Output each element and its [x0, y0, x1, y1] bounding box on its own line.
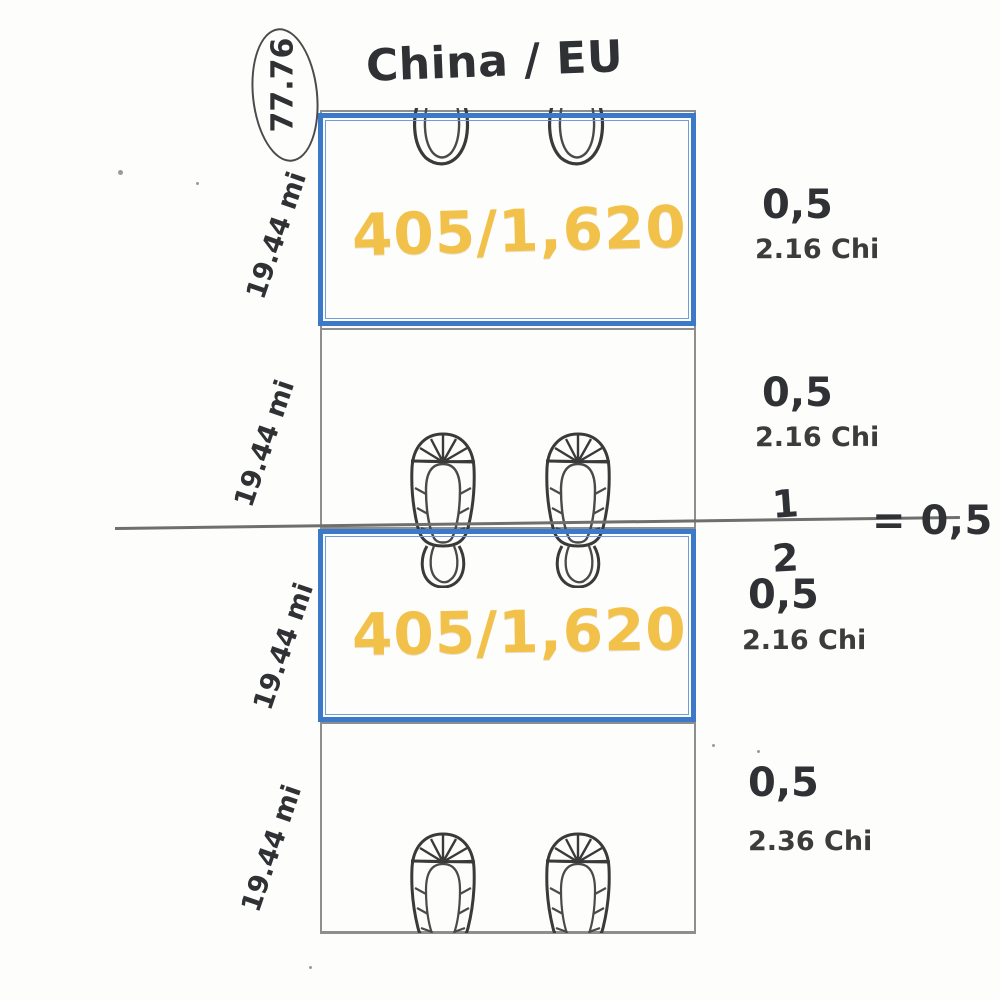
frame-bottom-edge [320, 931, 696, 934]
right-annotation-value: 0,5 [748, 572, 819, 618]
shoe-heel-icon [413, 108, 470, 166]
dimension-label-left: 19.44 mi [247, 578, 321, 714]
stray-pencil-mark [757, 750, 760, 753]
shoe-print-icon [410, 432, 476, 588]
shoe-print-icon [545, 832, 611, 933]
stray-pencil-mark [118, 170, 123, 175]
page-title: China / EU [365, 31, 625, 92]
stray-pencil-mark [309, 966, 312, 969]
stray-pencil-mark [712, 744, 715, 747]
frame-divider-1 [320, 328, 696, 330]
highlight-box[interactable] [318, 529, 696, 722]
right-annotation-note: 2.36 Chi [748, 826, 873, 857]
dimension-label-left: 19.44 mi [240, 167, 314, 303]
right-annotation-value: 0,5 [748, 760, 819, 806]
dimension-label-left: 19.44 mi [228, 375, 302, 511]
frame-top-edge [320, 110, 696, 112]
dimension-label-left: 19.44 mi [235, 780, 309, 916]
badge-value: 77.76 [265, 37, 301, 133]
right-annotation-note: 2.16 Chi [755, 234, 880, 265]
frame-divider-2 [320, 527, 696, 529]
highlight-box-value: 405/1,620 [351, 192, 688, 270]
frame-divider-3 [320, 722, 696, 724]
fraction-numerator: 1 [770, 481, 801, 527]
total-badge: 77.76 [245, 24, 325, 166]
frame-left-edge [320, 110, 322, 933]
right-annotation-note: 2.16 Chi [742, 625, 867, 656]
right-annotation-value: 0,5 [762, 182, 833, 228]
highlight-box[interactable] [318, 113, 696, 326]
right-annotation-value: 0,5 [762, 370, 833, 416]
shoe-print-icon [410, 832, 476, 933]
shoe-print-icon [545, 432, 611, 588]
highlight-box-value: 405/1,620 [351, 595, 688, 669]
stray-pencil-mark [196, 182, 199, 185]
shoe-heel-icon [548, 108, 605, 166]
right-annotation-note: 2.16 Chi [755, 422, 880, 453]
fraction-equals: = 0,5 [872, 498, 993, 544]
